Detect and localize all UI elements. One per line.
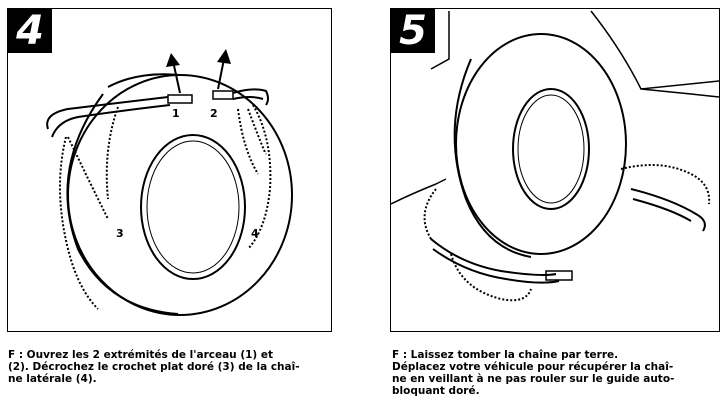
step-5-panel: 5 [390, 8, 720, 332]
step-4-caption: F : Ouvrez les 2 extrémités de l'arceau … [8, 349, 338, 385]
label-1: 1 [172, 107, 180, 120]
tire-rim [140, 134, 246, 280]
caption-line: F : Ouvrez les 2 extrémités de l'arceau … [8, 349, 274, 361]
caption-line: ne en veillant à ne pas rouler sur le gu… [392, 373, 675, 385]
tire-tread [453, 58, 532, 258]
caption-line: (2). Décrochez le crochet plat doré (3) … [8, 361, 300, 373]
step-number: 4 [16, 8, 44, 54]
chain-left [58, 136, 99, 310]
tire-rim [512, 88, 590, 210]
chain-ground [430, 238, 557, 276]
label-2: 2 [210, 107, 218, 120]
step-5-badge: 5 [391, 9, 435, 53]
chain-right [630, 188, 706, 232]
car-body [430, 11, 450, 70]
step-4-badge: 4 [8, 9, 52, 53]
arch-bar [46, 96, 169, 130]
caption-line: ne latérale (4). [8, 373, 97, 385]
caption-line: Déplacez votre véhicule pour récupérer l… [392, 361, 674, 373]
arrow-1 [172, 60, 181, 94]
step-5-illustration [391, 10, 719, 302]
label-4: 4 [251, 227, 259, 240]
tire-outer [67, 74, 293, 316]
arrow-2 [217, 58, 225, 90]
step-4-illustration [46, 49, 293, 316]
chain-right [247, 104, 272, 250]
label-3: 3 [116, 227, 124, 240]
caption-line: F : Laissez tomber la chaîne par terre. [392, 349, 619, 361]
caption-line: bloquant doré. [392, 385, 480, 397]
step-5-caption: F : Laissez tomber la chaîne par terre. … [392, 349, 722, 397]
step-4-panel: 4 1 2 3 4 [7, 8, 332, 332]
tire-tread [66, 93, 179, 315]
tire-outer [455, 33, 627, 255]
step-number: 5 [399, 8, 427, 54]
